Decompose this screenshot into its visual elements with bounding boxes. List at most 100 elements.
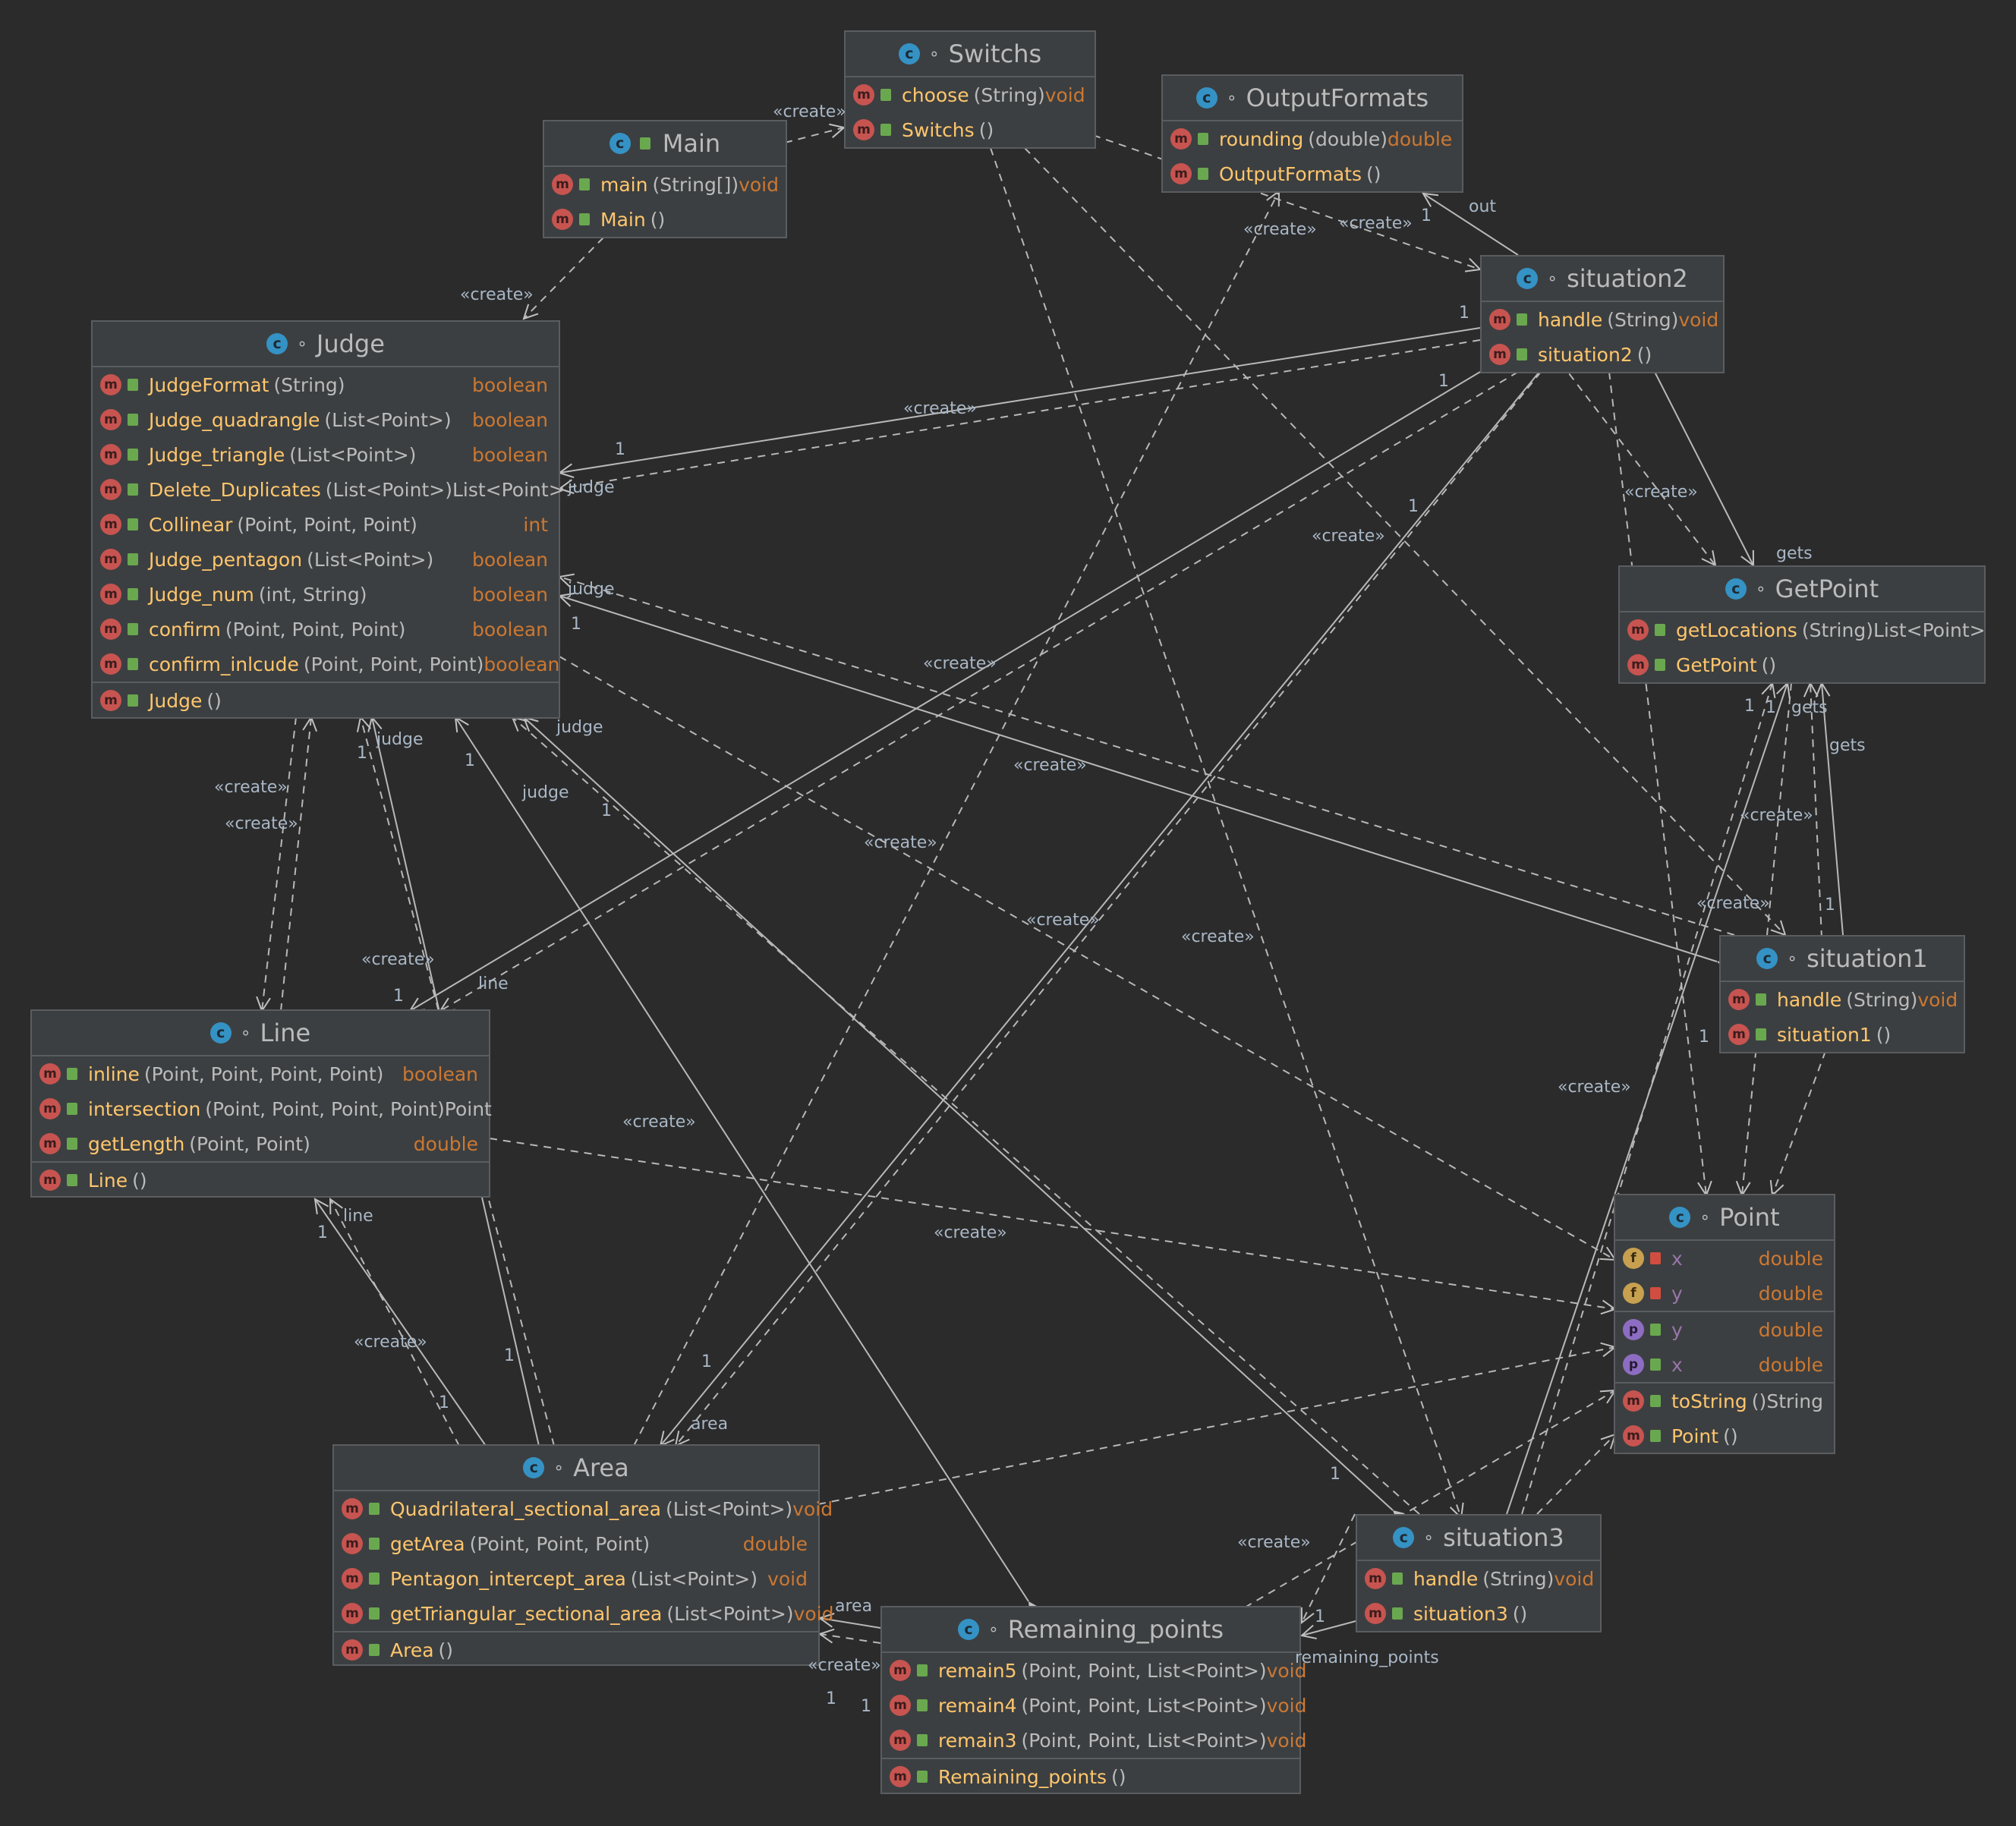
method-icon: m — [1489, 309, 1510, 330]
public-icon — [579, 178, 590, 190]
edge-area-point — [817, 1347, 1615, 1505]
edge-label-one: 1 — [1744, 697, 1755, 716]
property-name: x — [1671, 1353, 1683, 1376]
private-lock-icon — [1650, 1287, 1661, 1299]
edge-label-one: 1 — [357, 744, 367, 763]
method-icon: m — [1728, 989, 1750, 1010]
class-name: Area — [573, 1453, 629, 1482]
class-icon: c — [266, 333, 288, 354]
method-icon: m — [853, 84, 874, 105]
method-return: boolean — [472, 373, 548, 396]
method-params: () — [1366, 162, 1381, 185]
method-icon: m — [342, 1498, 363, 1519]
edge-situation2-line-assoc — [410, 372, 1480, 1011]
method-params: (int, String) — [258, 583, 367, 606]
method-params: (String[]) — [652, 173, 739, 196]
public-icon — [917, 1734, 928, 1746]
method-icon: m — [100, 619, 121, 640]
class-name: Line — [260, 1018, 311, 1047]
class-name: Judge — [316, 329, 385, 358]
edge-label-one: 1 — [701, 1352, 712, 1371]
method-return: boolean — [472, 443, 548, 466]
method-params: () — [1723, 1425, 1738, 1447]
method-icon: m — [342, 1533, 363, 1554]
method-return: List<Point> — [452, 478, 565, 501]
method-icon: m — [1489, 344, 1510, 365]
package-private-icon: ∘ — [297, 334, 307, 354]
edge-label-line: line — [343, 1207, 373, 1226]
method-return: boolean — [402, 1063, 478, 1085]
class-name: Main — [662, 129, 721, 158]
method-params: (Point, Point) — [189, 1132, 310, 1155]
package-private-icon: ∘ — [1755, 579, 1766, 599]
edge-label-create: «create» — [773, 102, 846, 121]
edge-label-one: 1 — [1766, 698, 1776, 717]
public-icon — [128, 518, 138, 530]
method-icon: m — [100, 514, 121, 535]
method-params: (String) — [273, 373, 345, 396]
method-name: remain3 — [938, 1729, 1017, 1752]
public-icon — [128, 553, 138, 565]
class-name: Point — [1719, 1203, 1780, 1232]
method-name: Area — [390, 1639, 434, 1661]
edge-label-create: «create» — [1013, 756, 1087, 775]
edge-label-one: 1 — [393, 987, 404, 1006]
method-name: situation2 — [1538, 343, 1633, 366]
